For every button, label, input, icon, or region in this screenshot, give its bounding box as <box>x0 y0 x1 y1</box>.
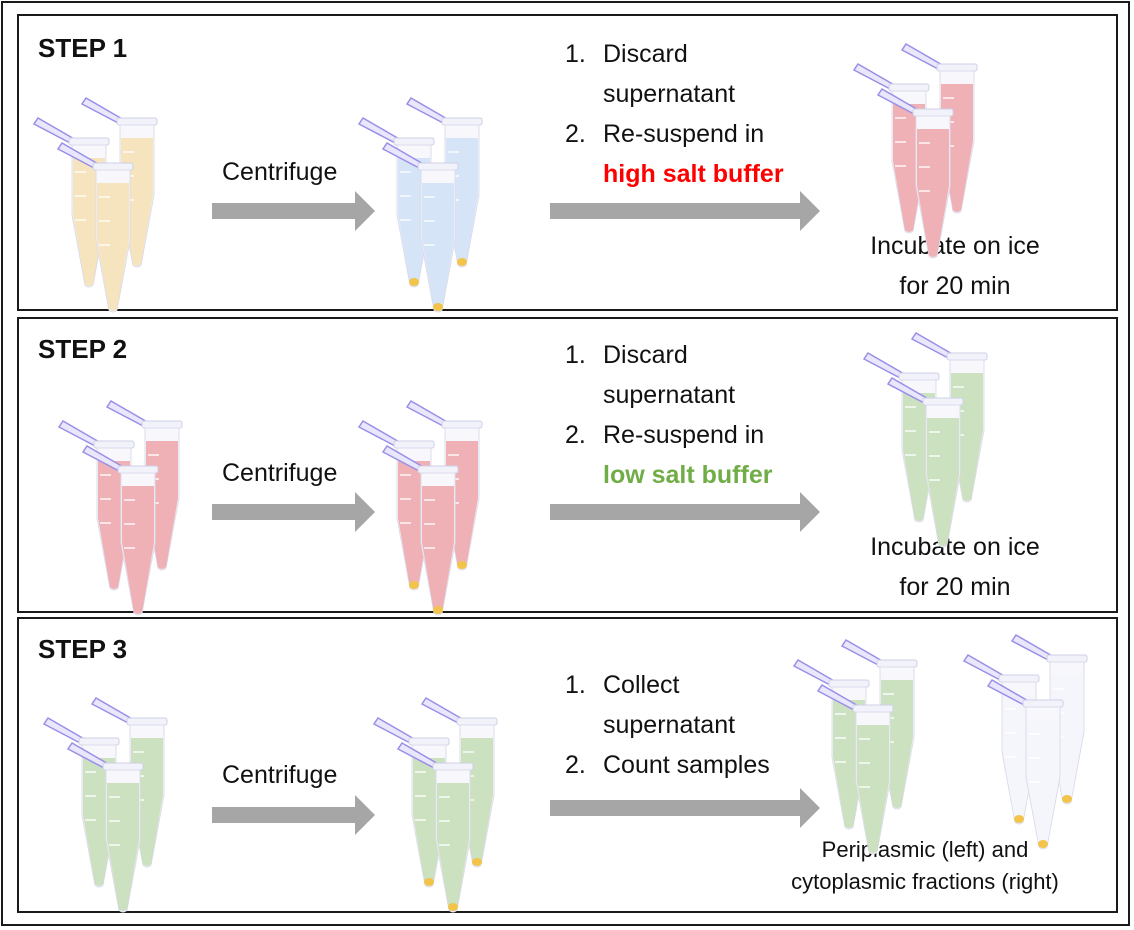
instruction-number: 1. <box>565 341 586 369</box>
step-3-title: STEP 3 <box>38 634 128 664</box>
tube <box>886 376 964 548</box>
tube-group-step-3-end-right <box>962 633 1088 850</box>
step-1-arrow-centrifuge <box>212 191 375 231</box>
step-1-buffer-label: high salt buffer <box>603 160 784 188</box>
tube-group-step-1-end <box>852 42 978 259</box>
tube-group-step-2-start <box>57 399 183 616</box>
step-2-caption-line-1: Incubate on ice <box>870 533 1040 561</box>
instruction-text: Discard <box>603 40 688 68</box>
step-3-instruction-2: 2. Count samples <box>565 745 770 785</box>
tube <box>56 141 134 313</box>
step-2-instruction-2: 2. Re-suspend in <box>565 415 764 455</box>
instruction-text: Count samples <box>603 751 770 779</box>
instruction-text: Collect <box>603 671 680 699</box>
step-3-centrifuge-label: Centrifuge <box>222 761 338 789</box>
step-1-instruction-1-cont: supernatant <box>603 80 736 108</box>
tube <box>66 741 144 913</box>
step-2-centrifuge-label: Centrifuge <box>222 459 338 487</box>
instruction-number: 2. <box>565 421 586 449</box>
step-2-arrow-centrifuge <box>212 492 375 532</box>
step-3-caption-line-1: Periplasmic (left) and <box>821 837 1029 862</box>
tube <box>816 683 894 855</box>
step-1-instruction-1: 1. Discard <box>565 34 688 74</box>
instruction-number: 1. <box>565 671 586 699</box>
step-1-title: STEP 1 <box>38 33 128 63</box>
tube-group-step-1-start <box>32 96 158 313</box>
step-1-arrow-resuspend <box>550 191 820 231</box>
tube-group-step-2-end <box>862 331 988 548</box>
step-1-caption-line-2: for 20 min <box>899 272 1011 300</box>
tube <box>986 678 1064 850</box>
tube <box>876 87 954 259</box>
instruction-number: 2. <box>565 120 586 148</box>
step-1-caption-line-1: Incubate on ice <box>870 232 1040 260</box>
instruction-text: Re-suspend in <box>603 421 765 449</box>
step-3-arrow-centrifuge <box>212 795 375 835</box>
step-1-instruction-2: 2. Re-suspend in <box>565 114 764 154</box>
tube-group-step-1-after-centrifuge <box>357 96 483 313</box>
step-2-buffer-label: low salt buffer <box>603 461 773 489</box>
step-2-instruction-1-cont: supernatant <box>603 381 736 409</box>
step-2-arrow-resuspend <box>550 492 820 532</box>
tube-group-step-3-start <box>42 696 168 913</box>
instruction-text: Discard <box>603 341 688 369</box>
tube-group-step-3-after-centrifuge <box>372 696 498 913</box>
instruction-number: 1. <box>565 40 586 68</box>
tube <box>396 741 474 913</box>
tube <box>381 141 459 313</box>
step-3-panel <box>17 617 1118 913</box>
step-3-instruction-1: 1. Collect <box>565 665 679 705</box>
tube <box>81 444 159 616</box>
step-3-instruction-1-cont: supernatant <box>603 711 736 739</box>
tube <box>381 444 459 616</box>
step-1-centrifuge-label: Centrifuge <box>222 158 338 186</box>
step-2-title: STEP 2 <box>38 334 128 364</box>
instruction-text: Re-suspend in <box>603 120 765 148</box>
tube-group-step-2-after-centrifuge <box>357 399 483 616</box>
step-3-arrow-collect <box>550 788 820 828</box>
step-2-instruction-1: 1. Discard <box>565 335 688 375</box>
tube-group-step-3-end-left <box>792 638 918 855</box>
step-2-caption-line-2: for 20 min <box>899 573 1011 601</box>
step-3-caption-line-2: cytoplasmic fractions (right) <box>791 869 1059 894</box>
instruction-number: 2. <box>565 751 586 779</box>
